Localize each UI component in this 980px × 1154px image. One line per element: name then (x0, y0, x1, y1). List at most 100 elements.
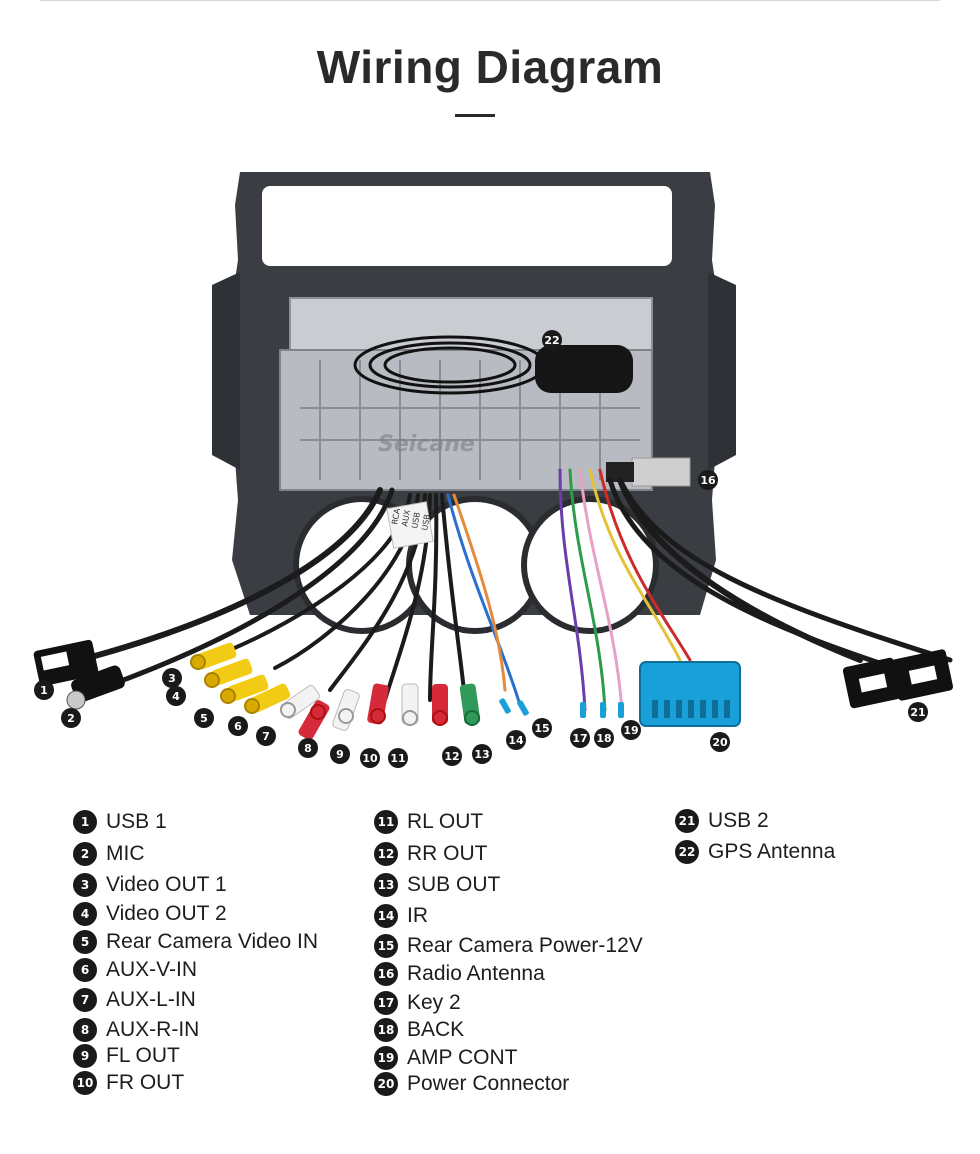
legend-badge-21: 21 (675, 809, 699, 833)
rca-rr-out (432, 684, 448, 726)
legend-badge-6: 6 (73, 958, 97, 982)
legend-badge-12: 12 (374, 842, 398, 866)
callout-14: 14 (506, 730, 526, 750)
rca-sub-out (459, 683, 481, 726)
rca-video-out-2 (204, 658, 253, 688)
legend-item-1: 1 USB 1 (73, 810, 167, 834)
callout-circle-12 (442, 746, 462, 766)
legend-label-13: SUB OUT (407, 873, 501, 896)
callout-number-9: 9 (336, 748, 344, 761)
legend-badge-13: 13 (374, 873, 398, 897)
legend-label-19: AMP CONT (407, 1046, 518, 1069)
callout-20: 20 (710, 732, 730, 752)
callout-circle-11 (388, 748, 408, 768)
dash-frame (212, 172, 736, 634)
watermark: Seicane (378, 432, 475, 457)
callout-17: 17 (570, 728, 590, 748)
legend-label-1: USB 1 (106, 810, 167, 833)
rca-rear-camera (220, 674, 269, 704)
legend-badge-15: 15 (374, 934, 398, 958)
callout-number-19: 19 (623, 724, 638, 737)
wire-harness (77, 468, 953, 712)
legend-badge-19: 19 (374, 1046, 398, 1070)
title-underline (455, 114, 495, 117)
legend-item-21: 21 USB 2 (675, 809, 769, 833)
callout-number-6: 6 (234, 720, 242, 733)
callout-15: 15 (532, 718, 552, 738)
callout-1: 1 (34, 680, 54, 700)
legend-label-4: Video OUT 2 (106, 902, 227, 925)
legend-badge-18: 18 (374, 1018, 398, 1042)
legend-label-3: Video OUT 1 (106, 873, 227, 896)
callout-13: 13 (472, 744, 492, 764)
callout-number-13: 13 (474, 748, 489, 761)
callout-circle-21 (908, 702, 928, 722)
callout-circle-5 (194, 708, 214, 728)
callout-number-8: 8 (304, 742, 312, 755)
rca-plugs (190, 642, 481, 740)
legend-badge-20: 20 (374, 1072, 398, 1096)
legend-badge-1: 1 (73, 810, 97, 834)
wiring-diagram: Seicane RCA AUX USB (33, 172, 954, 768)
cable-tag-aux: AUX (400, 509, 412, 528)
callout-number-16: 16 (700, 474, 716, 487)
cable-tag-rca: RCA (390, 507, 402, 525)
callout-7: 7 (256, 726, 276, 746)
legend-badge-11: 11 (374, 810, 398, 834)
legend-label-21: USB 2 (708, 809, 769, 832)
power-connector (639, 661, 741, 727)
callout-circle-1 (34, 680, 54, 700)
top-divider (40, 0, 940, 1)
callout-circle-20 (710, 732, 730, 752)
callout-4: 4 (166, 686, 186, 706)
legend-label-7: AUX-L-IN (106, 988, 196, 1011)
legend-badge-14: 14 (374, 904, 398, 928)
callout-number-3: 3 (168, 672, 176, 685)
callout-21: 21 (908, 702, 928, 722)
rca-fl-out (332, 689, 360, 731)
callout-12: 12 (442, 746, 462, 766)
callout-number-4: 4 (172, 690, 180, 703)
callout-circle-15 (532, 718, 552, 738)
gps-antenna (353, 335, 633, 395)
head-unit-chassis: Seicane (279, 297, 653, 491)
legend-badge-9: 9 (73, 1044, 97, 1068)
callout-circle-2 (61, 708, 81, 728)
legend-badge-4: 4 (73, 902, 97, 926)
legend-label-2: MIC (106, 842, 145, 865)
callout-2: 2 (61, 708, 81, 728)
callout-6: 6 (228, 716, 248, 736)
callout-circle-18 (594, 728, 614, 748)
legend-badge-17: 17 (374, 991, 398, 1015)
callout-circle-17 (570, 728, 590, 748)
cable-tag-usb-1: USB (410, 512, 422, 530)
legend-badge-10: 10 (73, 1071, 97, 1095)
radio-antenna-adapter (606, 457, 691, 487)
callout-number-5: 5 (200, 712, 208, 725)
callout-number-1: 1 (40, 684, 48, 697)
callout-5: 5 (194, 708, 214, 728)
callout-number-22: 22 (544, 334, 559, 347)
callout-number-15: 15 (534, 722, 549, 735)
legend-label-8: AUX-R-IN (106, 1018, 200, 1041)
callout-circle-10 (360, 748, 380, 768)
callout-8: 8 (298, 738, 318, 758)
legend-item-13: 13 SUB OUT (374, 873, 500, 897)
legend-badge-22: 22 (675, 840, 699, 864)
page-title: Wiring Diagram (316, 41, 664, 93)
legend-item-19: 19 AMP CONT (374, 1046, 517, 1070)
cable-tags: RCA AUX USB USB (386, 501, 434, 549)
legend-label-16: Radio Antenna (407, 962, 545, 985)
callout-number-18: 18 (596, 732, 611, 745)
legend-badge-5: 5 (73, 930, 97, 954)
